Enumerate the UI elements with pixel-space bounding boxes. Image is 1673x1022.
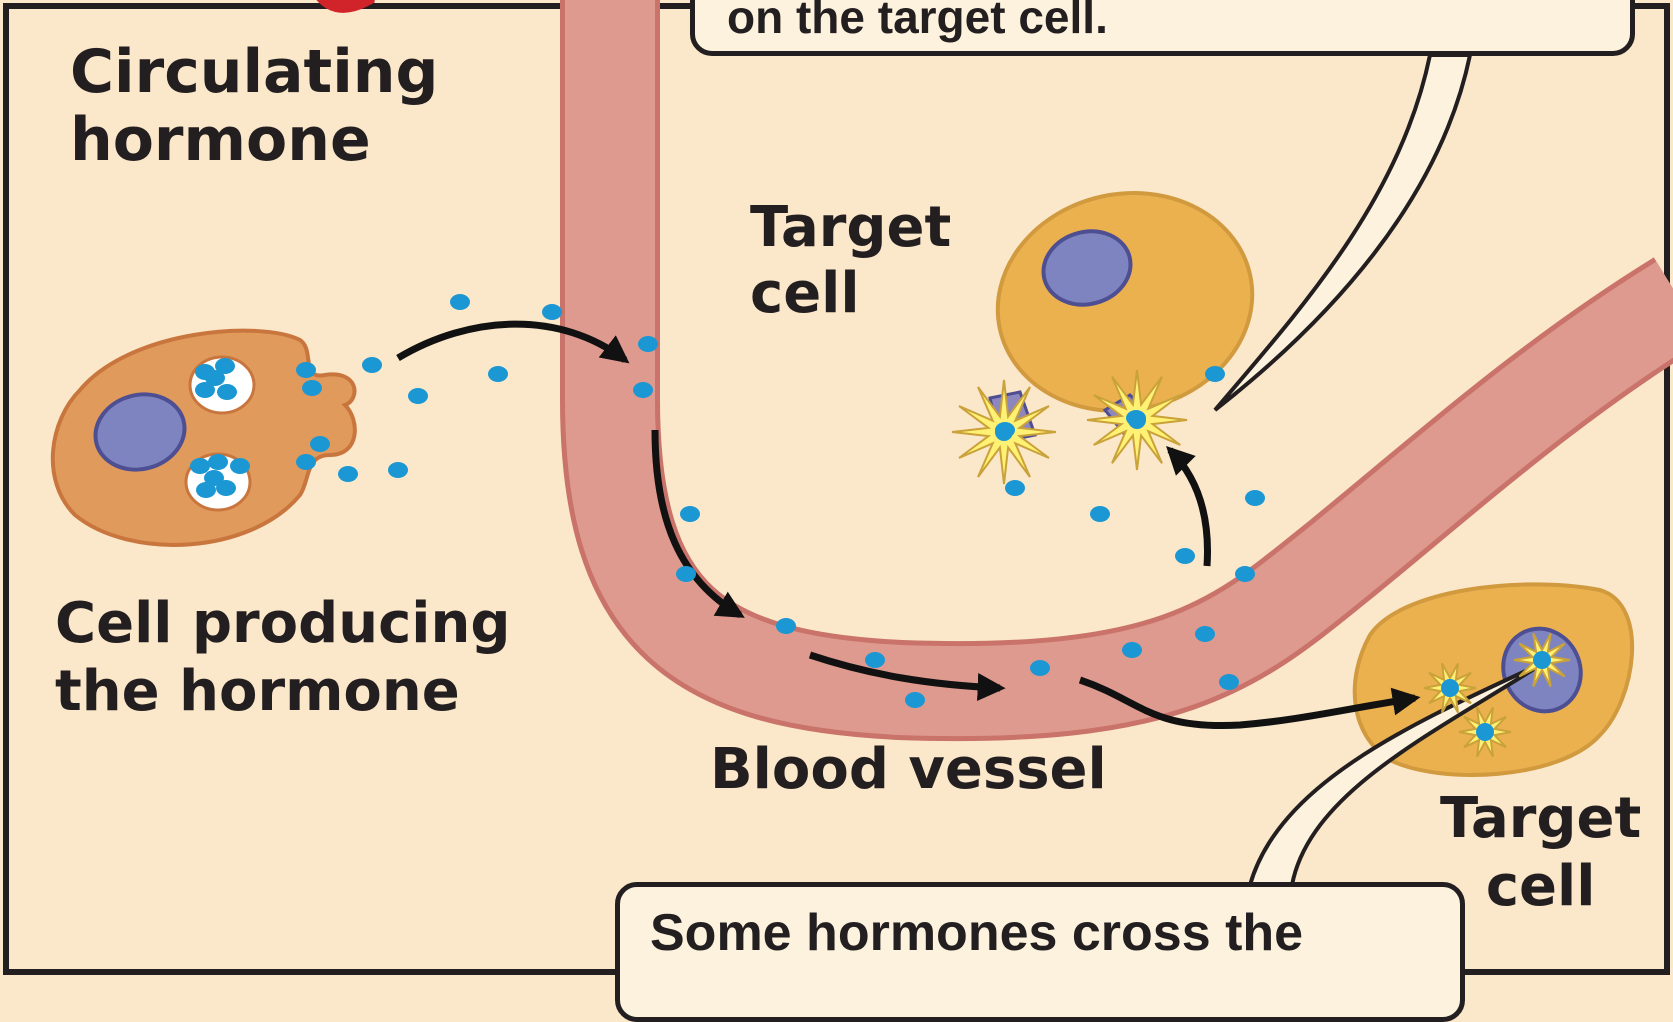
hormone-molecule	[190, 458, 210, 474]
hormone-molecule	[338, 466, 358, 482]
red-mark	[300, 0, 380, 17]
hormone-molecule	[362, 357, 382, 373]
hormone-molecule	[1219, 674, 1239, 690]
callout-top-text: on the target cell.	[727, 0, 1108, 43]
hormone-molecule	[776, 618, 796, 634]
hormone-molecule	[905, 692, 925, 708]
hormone-molecule	[208, 454, 228, 470]
hormone-molecule	[310, 436, 330, 452]
hormone-molecule	[488, 366, 508, 382]
hormone-molecule	[638, 336, 658, 352]
hormone-molecule	[1533, 651, 1551, 669]
hormone-molecule	[296, 362, 316, 378]
hormone-molecule	[408, 388, 428, 404]
hormone-molecule	[450, 294, 470, 310]
hormone-molecule	[1175, 548, 1195, 564]
hormone-molecule	[205, 370, 225, 386]
hormone-molecule	[1235, 566, 1255, 582]
hormone-molecule	[1030, 660, 1050, 676]
hormone-molecule	[1122, 642, 1142, 658]
hormone-molecule	[1090, 506, 1110, 522]
hormone-molecule	[1195, 626, 1215, 642]
hormone-molecule	[995, 422, 1015, 438]
hormone-molecule	[204, 470, 224, 486]
hormone-molecule	[1005, 480, 1025, 496]
hormone-molecule	[676, 566, 696, 582]
hormone-molecule	[680, 506, 700, 522]
hormone-molecule	[1245, 490, 1265, 506]
callout-bottom-text: Some hormones cross the	[650, 904, 1303, 962]
hormone-molecule	[1441, 679, 1459, 697]
hormone-molecule	[865, 652, 885, 668]
hormone-molecule	[388, 462, 408, 478]
hormone-molecule	[230, 458, 250, 474]
hormone-molecule	[302, 380, 322, 396]
hormone-molecule	[217, 384, 237, 400]
hormone-molecule	[296, 454, 316, 470]
callout-top: on the target cell.	[690, 0, 1635, 56]
hormone-molecule	[1205, 366, 1225, 382]
hormone-molecule	[1476, 723, 1494, 741]
callout-bottom: Some hormones cross the	[615, 882, 1465, 1022]
blood-vessel-label: Blood vessel	[710, 742, 1107, 798]
hormone-molecule	[633, 382, 653, 398]
hormone-molecule	[1126, 410, 1146, 426]
hormone-molecule	[542, 304, 562, 320]
